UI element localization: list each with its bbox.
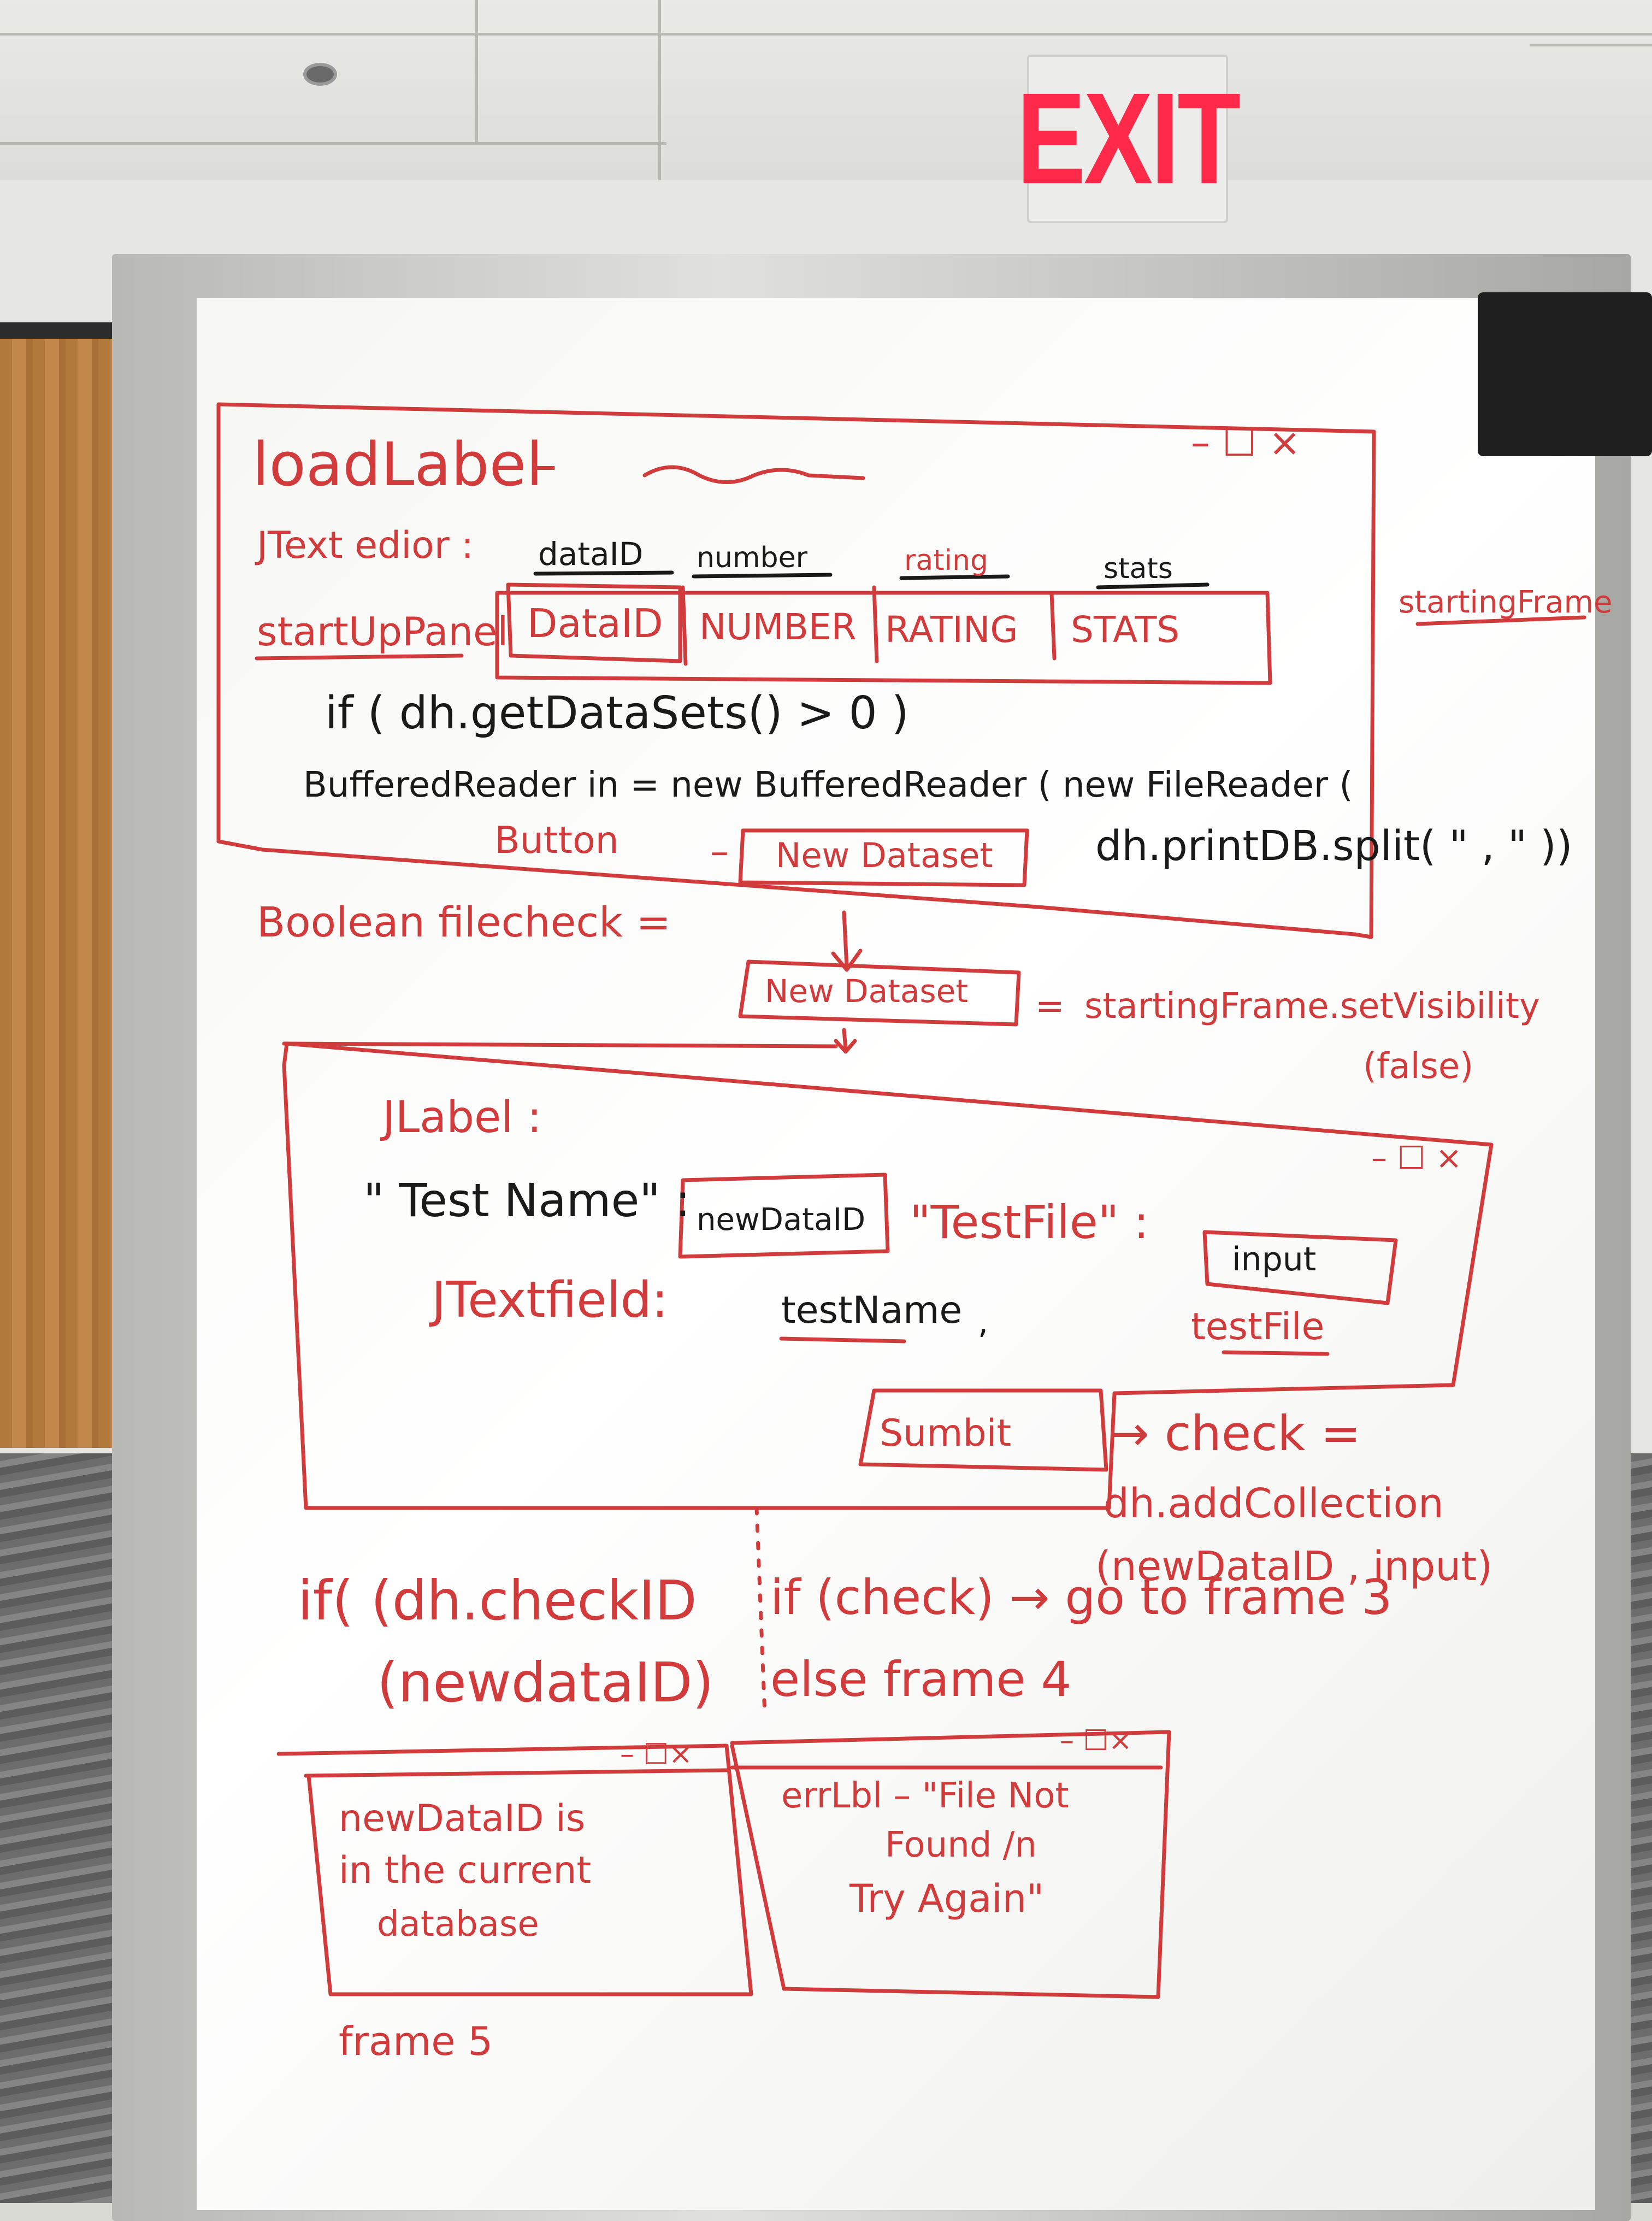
down-arrow-icon: [831, 910, 863, 972]
new-data-id-box-outline: [678, 1173, 890, 1259]
frame5-window-outline: [276, 1743, 753, 1996]
new-dataset-button-2: New Dataset: [765, 973, 969, 1010]
frame2-window-controls: – ☐ ×: [1371, 1139, 1462, 1176]
button-dash: –: [710, 830, 729, 873]
panel-cell-stats: STATS: [1071, 609, 1180, 651]
panel-divider: [872, 585, 879, 663]
panel-cell-dataid: DataID: [527, 600, 663, 646]
frame5-line-3: database: [377, 1904, 539, 1945]
panel-inner-box: [506, 582, 682, 663]
test-file-field: testFile: [1191, 1305, 1325, 1348]
logic-divider: [754, 1506, 767, 1718]
ceiling-grid-line: [475, 0, 478, 142]
frame5-title-bar: [304, 1768, 729, 1778]
jtext-label: JText edior :: [257, 524, 474, 567]
buffered-reader-line: BufferedReader in = new BufferedReader (…: [303, 765, 1353, 805]
title-dash: –: [530, 432, 557, 496]
exit-sign: EXIT: [1017, 55, 1241, 223]
startup-panel-label: startUpPanel: [257, 609, 509, 655]
input-box-outline: [1202, 1230, 1398, 1305]
startup-panel-outline: [495, 591, 1272, 685]
field-label-underline: [533, 570, 674, 576]
panel-divider: [681, 585, 688, 666]
jtextfield-label: JTextfield:: [432, 1271, 669, 1329]
frame2-window-outline: [282, 1041, 1494, 1510]
set-visibility-line: startingFrame.setVisibility: [1084, 986, 1540, 1027]
ceiling-grid-line: [1530, 44, 1652, 46]
new-data-id-box: newDataID: [697, 1202, 866, 1238]
frame4-line-3: Try Again": [849, 1876, 1045, 1921]
field-label-underline: [1096, 582, 1210, 590]
frame2-top-line: [282, 1041, 838, 1048]
starting-frame-label: startingFrame: [1399, 585, 1613, 620]
check-line: → check =: [1109, 1405, 1361, 1462]
add-collection-args: (newDataID , input): [1095, 1543, 1493, 1590]
new-dataset-button2-outline: [738, 959, 1021, 1027]
panel-cell-rating: RATING: [885, 609, 1018, 651]
jlabel-label: JLabel :: [382, 1092, 542, 1142]
if-check-line: if (check) → go to frame 3: [770, 1569, 1393, 1625]
field-label-dataid: dataID: [538, 535, 644, 573]
frame4-window-controls: – ☐×: [1060, 1724, 1132, 1757]
exit-sign-text: EXIT: [1016, 66, 1241, 211]
split-line: dh.printDB.split( " , " )): [1095, 821, 1573, 870]
if-get-datasets-line: if ( dh.getDataSets() > 0 ): [325, 687, 909, 739]
frame5-window-controls: – ☐×: [620, 1738, 693, 1771]
button-label: Button: [494, 819, 619, 862]
ceiling-grid-line: [0, 142, 666, 145]
new-dataset-button-outline: [738, 828, 1029, 887]
frame1-window-controls: – ☐ ×: [1191, 420, 1301, 465]
frame5-line-1: newDataID is: [339, 1797, 586, 1840]
field-label-stats: stats: [1104, 552, 1173, 585]
panel-divider: [1049, 591, 1057, 661]
transition-equals: =: [1035, 986, 1065, 1027]
boolean-filecheck-line: Boolean filecheck =: [257, 898, 671, 946]
test-name-underline: [779, 1336, 906, 1344]
ceiling: [0, 0, 1652, 180]
panel-label-underline: [255, 653, 464, 661]
new-data-id-arg: (newdataID): [377, 1651, 714, 1715]
new-dataset-button: New Dataset: [776, 835, 993, 875]
else-line: else frame 4: [770, 1651, 1072, 1707]
label-squiggle: [642, 465, 865, 484]
frame4-line-1: errLbl – "File Not: [781, 1776, 1069, 1816]
field-label-underline: [899, 574, 1010, 580]
ceiling-grid-line: [658, 0, 661, 180]
input-box: input: [1232, 1240, 1317, 1279]
frame1-window-outline: [216, 402, 1376, 939]
add-collection-line: dh.addCollection: [1104, 1480, 1444, 1527]
field-label-rating: rating: [904, 544, 989, 577]
frame4-line-2: Found /n: [885, 1825, 1037, 1865]
test-name-label: " Test Name" :: [363, 1174, 691, 1227]
frame4-window-outline: [730, 1730, 1171, 1999]
down-arrow-icon: [834, 1028, 857, 1054]
test-file-underline: [1222, 1350, 1330, 1356]
panel-cell-number: NUMBER: [699, 606, 857, 648]
frame5-caption: frame 5: [339, 2018, 493, 2064]
comma: ,: [978, 1303, 989, 1341]
whiteboard-surface: [197, 298, 1595, 2210]
set-visibility-arg: (false): [1363, 1046, 1474, 1087]
load-label-title: loadLabel: [252, 429, 543, 499]
sprinkler-head: [303, 63, 337, 86]
starting-frame-underline: [1415, 615, 1586, 626]
field-label-number: number: [697, 541, 807, 574]
ceiling-grid-line: [0, 33, 1652, 36]
field-label-underline: [692, 573, 833, 579]
submit-button-outline: [858, 1388, 1108, 1472]
test-name-field: testName: [781, 1289, 963, 1332]
submit-button: Sumbit: [880, 1412, 1012, 1455]
if-check-id-line: if( (dh.checkID: [298, 1569, 697, 1633]
frame5-line-2: in the current: [339, 1849, 592, 1892]
whiteboard-eraser: [1478, 292, 1652, 456]
test-file-label: "TestFile" :: [910, 1195, 1149, 1249]
